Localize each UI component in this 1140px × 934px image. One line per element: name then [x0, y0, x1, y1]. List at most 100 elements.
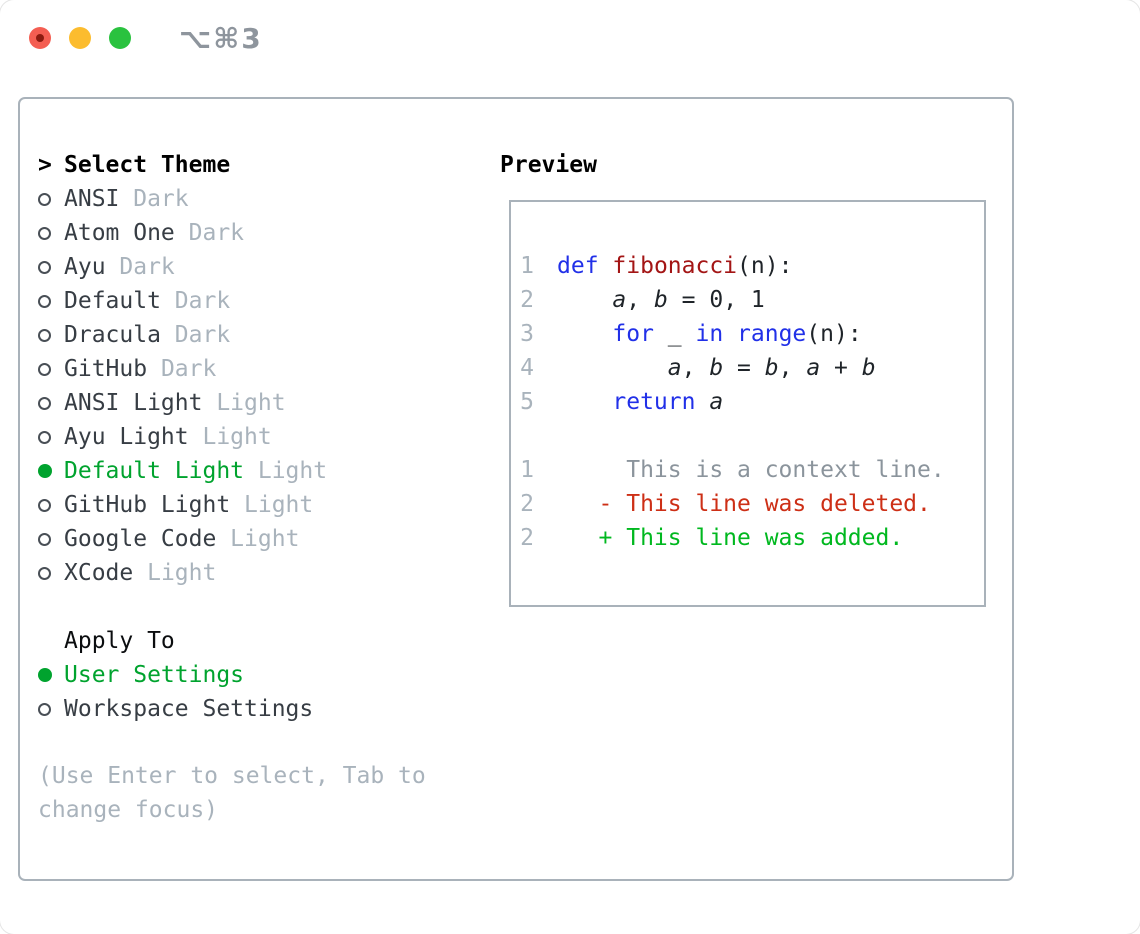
code-segment-variable: b [709, 355, 724, 381]
theme-option-ayu-light[interactable]: Ayu Light Light [38, 420, 327, 454]
theme-option-default[interactable]: Default Dark [38, 284, 327, 318]
maximize-button[interactable] [109, 27, 131, 49]
option-label: Ayu [64, 254, 106, 280]
preview-line-text: for _ in range(n): [557, 321, 862, 347]
option-label: Google Code [64, 526, 217, 552]
window-title: ⌥⌘3 [179, 21, 263, 55]
code-segment-context: This is a context line. [557, 457, 945, 483]
option-label: XCode [64, 560, 134, 586]
code-segment-plain: , [681, 355, 710, 381]
theme-option-default-light[interactable]: Default Light Light [38, 454, 327, 488]
code-segment-variable: a [709, 389, 724, 415]
theme-option-github-light[interactable]: GitHub Light Light [38, 488, 327, 522]
theme-variant-tag: Dark [119, 186, 189, 212]
code-segment-keyword: return [612, 389, 696, 415]
radio-icon [38, 328, 51, 342]
theme-variant-tag: Dark [160, 288, 231, 314]
code-segment-plain: = 0, 1 [667, 287, 765, 313]
code-segment-plain [557, 389, 612, 415]
theme-variant-tag: Light [244, 458, 328, 484]
minimize-button[interactable] [69, 27, 91, 49]
code-segment-plain: (n): [737, 253, 793, 279]
radio-icon [38, 430, 51, 444]
preview-line: 1 This is a context line. [520, 453, 984, 487]
preview-line-text: - This line was deleted. [557, 491, 931, 517]
code-segment-plain: (n): [806, 321, 862, 347]
option-label: Default Light [64, 458, 245, 484]
option-label: Ayu Light [64, 424, 189, 450]
code-segment-keyword: def [557, 253, 599, 279]
theme-option-dracula[interactable]: Dracula Dark [38, 318, 327, 352]
theme-variant-tag: Light [216, 526, 300, 552]
preview-line: 3 for _ in range(n): [520, 317, 984, 351]
code-segment-plain [557, 321, 612, 347]
theme-option-atom-one[interactable]: Atom One Dark [38, 216, 327, 250]
code-segment-variable: b [653, 287, 668, 313]
radio-icon [38, 396, 51, 410]
theme-option-ansi[interactable]: ANSI Dark [38, 182, 327, 216]
theme-option-github[interactable]: GitHub Dark [38, 352, 327, 386]
preview-line: 2 a, b = 0, 1 [520, 283, 984, 317]
preview-line-text: a, b = 0, 1 [557, 287, 765, 313]
code-segment-deleted: - This line was deleted. [557, 491, 931, 517]
close-button[interactable] [29, 27, 51, 49]
code-segment-plain: = [723, 355, 765, 381]
radio-icon [38, 702, 51, 716]
theme-option-ansi-light[interactable]: ANSI Light Light [38, 386, 327, 420]
apply-option-user-settings[interactable]: User Settings [38, 658, 313, 692]
code-segment-variable: a [806, 355, 821, 381]
code-segment-variable: b [861, 355, 876, 381]
option-label: ANSI [64, 186, 120, 212]
code-segment-added: + This line was added. [557, 525, 904, 551]
theme-list-header: Select Theme [64, 152, 231, 178]
option-label: Default [64, 288, 161, 314]
line-number: 2 [520, 491, 534, 517]
code-segment-plain [695, 389, 709, 415]
preview-line [520, 419, 984, 453]
preview-line: 5 return a [520, 385, 984, 419]
line-number: 2 [520, 287, 534, 313]
option-label: Atom One [64, 220, 175, 246]
theme-variant-tag: Dark [174, 220, 245, 246]
theme-variant-tag: Dark [160, 322, 231, 348]
line-number: 1 [520, 457, 534, 483]
code-segment-plain [723, 321, 737, 347]
preview-line: 2 + This line was added. [520, 521, 984, 555]
code-segment-keyword: for [612, 321, 654, 347]
preview-line-text: a, b = b, a + b [557, 355, 876, 381]
theme-variant-tag: Light [202, 390, 286, 416]
option-label: ANSI Light [64, 390, 203, 416]
code-segment-variable: a [667, 355, 682, 381]
apply-to-header-row: Apply To [38, 624, 313, 658]
line-number: 5 [520, 389, 534, 415]
radio-icon [38, 498, 51, 512]
code-segment-keyword: range [737, 321, 807, 347]
cursor-icon: > [38, 152, 52, 178]
code-segment-plain: , [778, 355, 807, 381]
preview-line-text: return a [557, 389, 723, 415]
code-segment-keyword: in [695, 321, 724, 347]
radio-icon [38, 362, 51, 376]
theme-variant-tag: Dark [105, 254, 175, 280]
theme-option-google-code[interactable]: Google Code Light [38, 522, 327, 556]
theme-variant-tag: Light [188, 424, 272, 450]
code-segment-plain [557, 355, 668, 381]
theme-option-xcode[interactable]: XCode Light [38, 556, 327, 590]
apply-option-workspace-settings[interactable]: Workspace Settings [38, 692, 313, 726]
option-label: Dracula [64, 322, 161, 348]
theme-option-ayu[interactable]: Ayu Dark [38, 250, 327, 284]
preview-line-text: This is a context line. [557, 457, 945, 483]
code-segment-plain [599, 253, 613, 279]
hint-text: (Use Enter to select, Tab to change focu… [38, 763, 426, 823]
line-number: 3 [520, 321, 534, 347]
line-number: 2 [520, 525, 534, 551]
radio-selected-icon [38, 464, 52, 478]
option-label: GitHub Light [64, 492, 231, 518]
option-label: GitHub [64, 356, 148, 382]
code-segment-variable: a [612, 287, 627, 313]
titlebar: ⌥⌘3 [0, 0, 1140, 76]
